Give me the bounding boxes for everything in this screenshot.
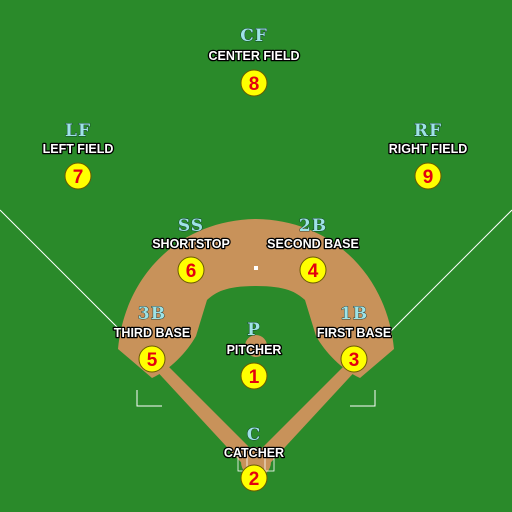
position-cf: CF CENTER FIELD 8 — [207, 26, 301, 97]
position-abbr: LF — [65, 121, 91, 141]
batters-box-right — [264, 454, 275, 472]
position-name: SECOND BASE — [267, 237, 359, 251]
position-number: 2 — [249, 469, 260, 490]
position-number: 4 — [308, 261, 319, 282]
position-name: CENTER FIELD — [209, 49, 300, 63]
position-lf: LF LEFT FIELD 7 — [41, 121, 115, 190]
position-abbr: CF — [240, 26, 268, 46]
position-name: RIGHT FIELD — [389, 142, 467, 156]
third-base-path — [152, 358, 262, 472]
position-number: 3 — [349, 350, 360, 371]
position-number-badge — [64, 162, 92, 190]
position-number-badge — [240, 464, 268, 492]
position-number: 1 — [249, 367, 260, 388]
positions-layer: CF CENTER FIELD 8 LF LEFT FIELD 7 RF RIG… — [41, 26, 469, 492]
position-number-badge — [414, 162, 442, 190]
position-number-badge — [240, 69, 268, 97]
position-2b: 2B SECOND BASE 4 — [266, 216, 360, 284]
position-ss: SS SHORTSTOP 6 — [151, 216, 231, 284]
position-abbr: C — [247, 425, 262, 445]
position-abbr: 2B — [299, 216, 327, 236]
position-number-badge — [240, 362, 268, 390]
position-1b: 1B FIRST BASE 3 — [316, 304, 392, 373]
position-number: 5 — [147, 350, 158, 371]
position-name: FIRST BASE — [317, 326, 391, 340]
position-c: C CATCHER 2 — [223, 425, 285, 492]
first-base-coach-box — [350, 390, 376, 407]
position-name: THIRD BASE — [114, 326, 190, 340]
second-base-bag — [254, 266, 258, 270]
position-number-badge — [138, 345, 166, 373]
position-number: 7 — [73, 167, 84, 188]
position-name: SHORTSTOP — [152, 237, 230, 251]
position-3b: 3B THIRD BASE 5 — [112, 304, 192, 373]
pitchers-mound — [245, 335, 267, 357]
position-abbr: 3B — [138, 304, 166, 324]
position-name: PITCHER — [227, 343, 282, 357]
third-base-coach-box — [136, 390, 162, 407]
position-number-badge — [340, 345, 368, 373]
position-name: CATCHER — [224, 446, 284, 460]
position-number-badge — [177, 256, 205, 284]
position-p: P PITCHER 1 — [225, 320, 283, 390]
position-abbr: 1B — [340, 304, 368, 324]
position-name: LEFT FIELD — [43, 142, 114, 156]
position-rf: RF RIGHT FIELD 9 — [387, 121, 469, 190]
position-abbr: P — [247, 320, 261, 340]
position-number: 9 — [423, 167, 434, 188]
position-abbr: SS — [178, 216, 204, 236]
position-number: 6 — [186, 261, 197, 282]
position-number-badge — [299, 256, 327, 284]
first-base-path — [250, 358, 360, 472]
position-abbr: RF — [414, 121, 442, 141]
position-number: 8 — [249, 74, 260, 95]
